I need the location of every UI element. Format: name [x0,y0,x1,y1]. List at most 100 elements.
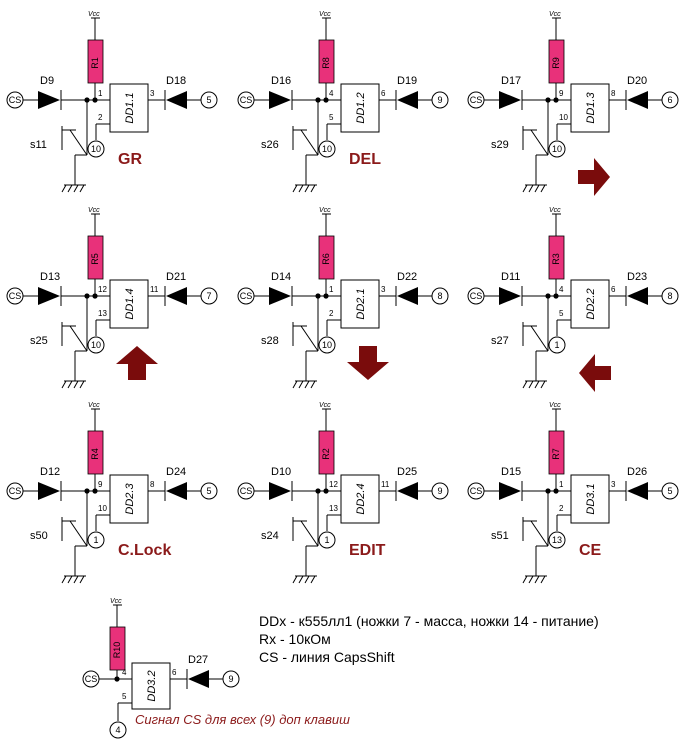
diode-right-symbol [627,91,648,109]
bottom-terminal [87,336,105,354]
ground-hatch [528,380,534,389]
resistor-label: R8 [321,57,331,69]
switch-label: s26 [261,139,279,151]
bottom-terminal [318,336,336,354]
ground-hatch [61,380,67,389]
junction-dot [92,293,98,299]
cs-label: CS [240,486,253,496]
diode-left-label: D10 [271,466,291,478]
ground-hatch [73,380,79,389]
pin-out-label: 6 [172,668,177,677]
bottom-terminal-label: 1 [324,535,329,545]
diode-left-label: D17 [501,75,521,87]
diode-left-label: D11 [501,271,520,283]
chip-body [131,662,171,710]
diode-right-label: D27 [188,654,208,666]
resistor-label: R1 [90,57,100,69]
bottom-terminal-label: 10 [552,144,562,154]
junction-dot [553,293,559,299]
pin-in-label: 12 [329,480,338,489]
right-terminal [431,482,449,500]
chip-label: DD2.1 [355,288,367,319]
diode-left-symbol [499,91,521,109]
resistor-label: R2 [321,448,331,460]
cs-label: CS [85,674,98,684]
resistor-label: R10 [112,642,122,659]
pin-in-label: 1 [329,285,334,294]
ground-hatch [61,184,67,193]
resistor-label: R3 [551,253,561,265]
junction-dot [553,488,559,494]
down-arrow-icon [347,346,389,380]
chip-label: DD2.3 [124,483,136,515]
bottom-terminal-label: 13 [552,535,562,545]
ground-hatch [522,575,528,584]
chip-body [340,83,380,133]
diode-left-label: D16 [271,75,291,87]
cs-label: CS [470,486,483,496]
vcc-label: Vcc [549,11,561,18]
diode-right-symbol [627,287,648,305]
junction-dot [323,97,329,103]
diode-right-label: D26 [627,466,647,478]
ground-hatch [534,575,540,584]
ground-hatch [298,575,304,584]
pin-bottom-label: 2 [329,309,334,318]
diode-right-label: D22 [397,271,417,283]
diode-left-symbol [269,287,291,305]
chip-body [109,83,149,133]
diode-left-label: D14 [271,271,291,283]
diode-left-symbol [269,482,291,500]
pin-bottom-label: 5 [122,692,127,701]
bottom-terminal-label: 10 [91,340,101,350]
vcc-label: Vcc [88,402,100,409]
vcc-label: Vcc [110,598,122,605]
switch-contact [530,129,549,156]
pin-bottom-label: 13 [329,504,338,513]
switch-contact [69,325,88,352]
pin-bottom-label: 13 [98,309,107,318]
ground-hatch [310,184,316,193]
cs-label: CS [9,291,22,301]
switch-contact [300,520,319,547]
chip-body [570,83,610,133]
vcc-label: Vcc [549,402,561,409]
chip-label: DD2.2 [585,288,597,319]
diode-left-symbol [38,91,60,109]
switch-label: s28 [261,335,279,347]
pin-bottom-label: 10 [98,504,107,513]
chip-label: DD3.2 [146,670,158,701]
bottom-terminal [548,531,566,549]
switch-label: s24 [261,530,279,542]
cs-label: CS [9,95,22,105]
junction-dot [114,676,120,682]
ground-hatch [310,380,316,389]
junction-dot [92,97,98,103]
pin-bottom-label: 2 [559,504,564,513]
bottom-terminal [318,531,336,549]
right-terminal-label: 5 [667,486,672,496]
bottom-terminal [548,140,566,158]
signal-note: Сигнал CS для всех (9) доп клавиш [135,712,350,727]
diode-right-symbol [397,287,418,305]
switch-contact [300,325,319,352]
right-terminal [661,482,679,500]
pin-out-label: 3 [150,89,155,98]
ground-hatch [522,184,528,193]
ground-hatch [67,380,73,389]
pin-bottom-label: 5 [329,113,334,122]
ground-hatch [292,575,298,584]
diode-right-symbol [188,670,209,688]
ground-hatch [61,575,67,584]
note-line-chip: DDx - к555лл1 (ножки 7 - масса, ножки 14… [259,613,599,629]
note-line-resistor: Rx - 10кОм [259,631,331,647]
vcc-label: Vcc [319,402,331,409]
switch-contact [530,325,549,352]
resistor-label: R6 [321,253,331,265]
diode-left-symbol [38,482,60,500]
diode-right-label: D25 [397,466,417,478]
right-terminal-label: 8 [437,291,442,301]
